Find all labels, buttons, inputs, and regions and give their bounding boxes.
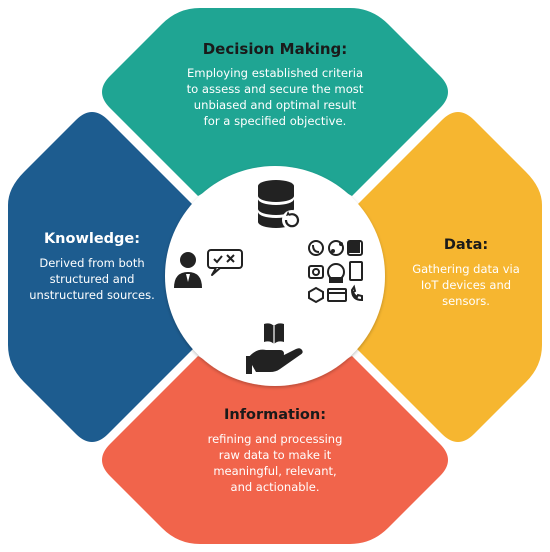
information-title: Information: [223, 407, 327, 423]
decision-making-text-line: Employing established criteria [186, 66, 364, 80]
information-block: Information: refining and processing raw… [170, 406, 380, 495]
knowledge-text-line: structured and [49, 272, 135, 286]
data-text-line: IoT devices and [420, 278, 512, 292]
decision-making-title: Decision Making: [202, 40, 348, 58]
information-shape [102, 356, 448, 544]
knowledge-title: Knowledge: [43, 231, 141, 247]
hand-book-icon [246, 323, 303, 374]
knowledge-block: Knowledge: Derived from both structured … [12, 230, 172, 303]
data-text-line: Gathering data via [412, 262, 520, 276]
data-shape [354, 112, 542, 442]
information-text-line: and actionable. [230, 480, 320, 494]
decision-making-text-line: to assess and secure the most [186, 82, 364, 96]
knowledge-shape [8, 112, 196, 442]
iot-devices-icon [308, 240, 363, 304]
data-text-line: sensors. [442, 294, 490, 308]
database-refresh-icon [258, 180, 302, 230]
decision-making-text-line: unbiased and optimal result [193, 98, 357, 112]
knowledge-text-line: Derived from both [39, 256, 145, 270]
decision-making-text-line: for a specified objective. [203, 114, 347, 128]
data-block: Data: Gathering data via IoT devices and… [392, 236, 540, 309]
knowledge-text-line: unstructured sources. [29, 288, 155, 302]
decision-making-block: Decision Making: Employing established c… [165, 40, 385, 129]
decision-making-shape [102, 8, 448, 196]
center-circle [165, 166, 385, 386]
person-chat-icon [174, 249, 243, 288]
information-text-line: raw data to make it [218, 448, 332, 462]
information-text-line: refining and processing [207, 432, 343, 446]
data-title: Data: [443, 237, 489, 253]
information-text-line: meaningful, relevant, [213, 464, 337, 478]
